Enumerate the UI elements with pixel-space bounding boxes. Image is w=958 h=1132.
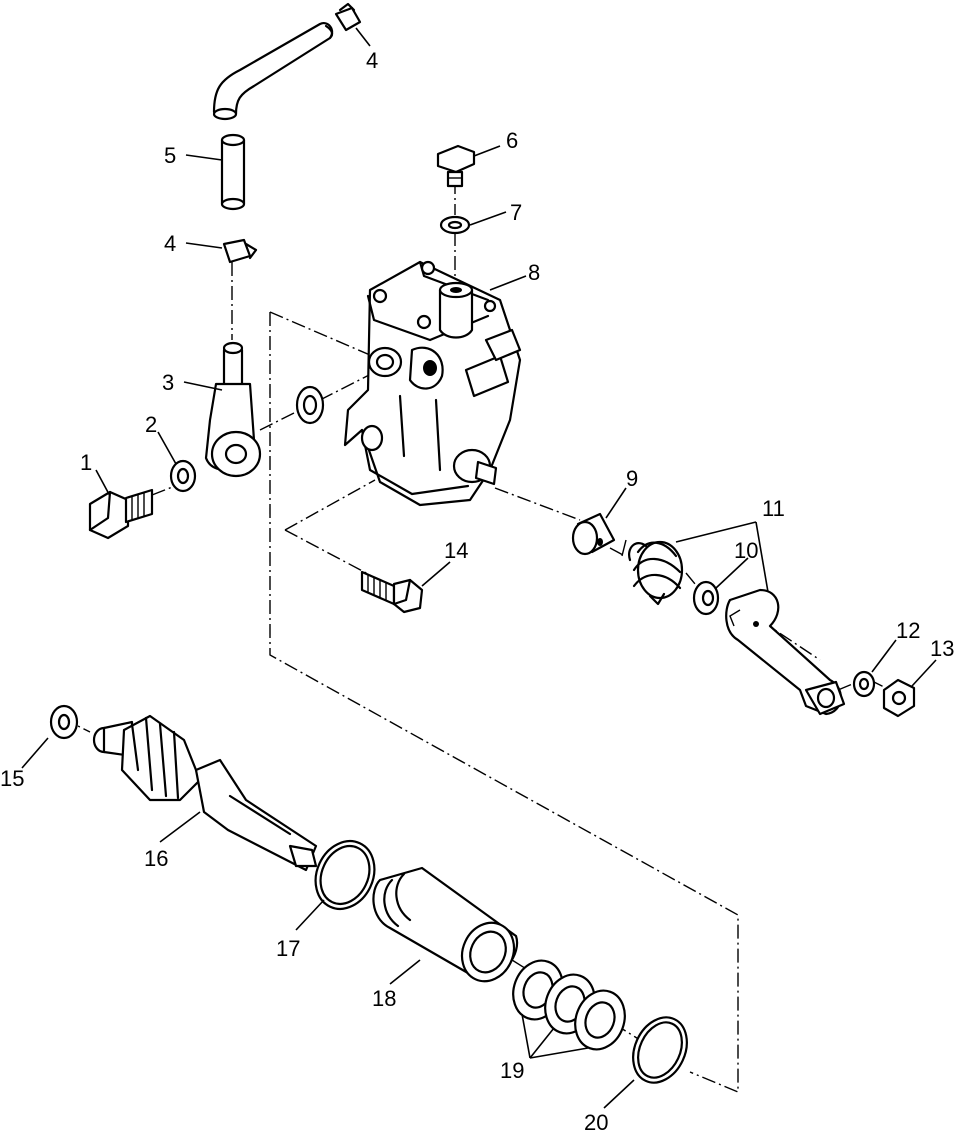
callout-19: 19 (500, 1058, 524, 1083)
hose-bent (212, 22, 334, 121)
washer-2 (169, 459, 197, 493)
washer-12 (852, 670, 876, 698)
banjo-bolt (88, 488, 154, 540)
callout-14: 14 (444, 538, 468, 563)
lever-arm (725, 588, 846, 716)
pump-body (343, 260, 522, 507)
callout-1: 1 (80, 450, 92, 475)
callout-17: 17 (276, 936, 300, 961)
callout-12: 12 (896, 618, 920, 643)
callout-7: 7 (510, 200, 522, 225)
callout-11: 11 (762, 496, 785, 521)
callout-4-lower: 4 (164, 231, 176, 256)
callout-4-top: 4 (366, 48, 378, 73)
callout-16: 16 (144, 846, 168, 871)
clamp-lower (222, 238, 258, 264)
callout-10: 10 (734, 538, 758, 563)
callout-15: 15 (0, 766, 24, 791)
mount-bolt (360, 570, 424, 614)
bushing-9 (571, 512, 616, 556)
snap-ring-17 (314, 840, 376, 910)
washer-15 (49, 704, 79, 740)
washer-10 (692, 580, 720, 616)
clamp-top (334, 2, 362, 32)
hex-nut (882, 678, 916, 718)
callout-9: 9 (626, 466, 638, 491)
callout-13: 13 (930, 636, 954, 661)
seal-ring (295, 385, 325, 425)
sleeve-18 (372, 866, 519, 983)
callout-18: 18 (372, 986, 396, 1011)
snap-ring-20 (632, 1016, 688, 1084)
callout-20: 20 (584, 1110, 608, 1132)
hose-straight (220, 133, 246, 211)
callout-5: 5 (164, 143, 176, 168)
callouts: 1 2 3 4 4 5 6 7 8 9 10 11 12 13 14 15 16… (0, 48, 954, 1132)
callout-3: 3 (162, 370, 174, 395)
return-spring (621, 539, 684, 606)
washer-set-19 (512, 959, 626, 1051)
banjo-fitting (204, 341, 262, 478)
callout-2: 2 (145, 412, 157, 437)
washer-7 (439, 215, 471, 235)
callout-8: 8 (528, 260, 540, 285)
callout-6: 6 (506, 128, 518, 153)
gear-shaft (92, 714, 318, 872)
bleeder-screw (436, 144, 476, 188)
leader-lines (21, 27, 937, 1109)
